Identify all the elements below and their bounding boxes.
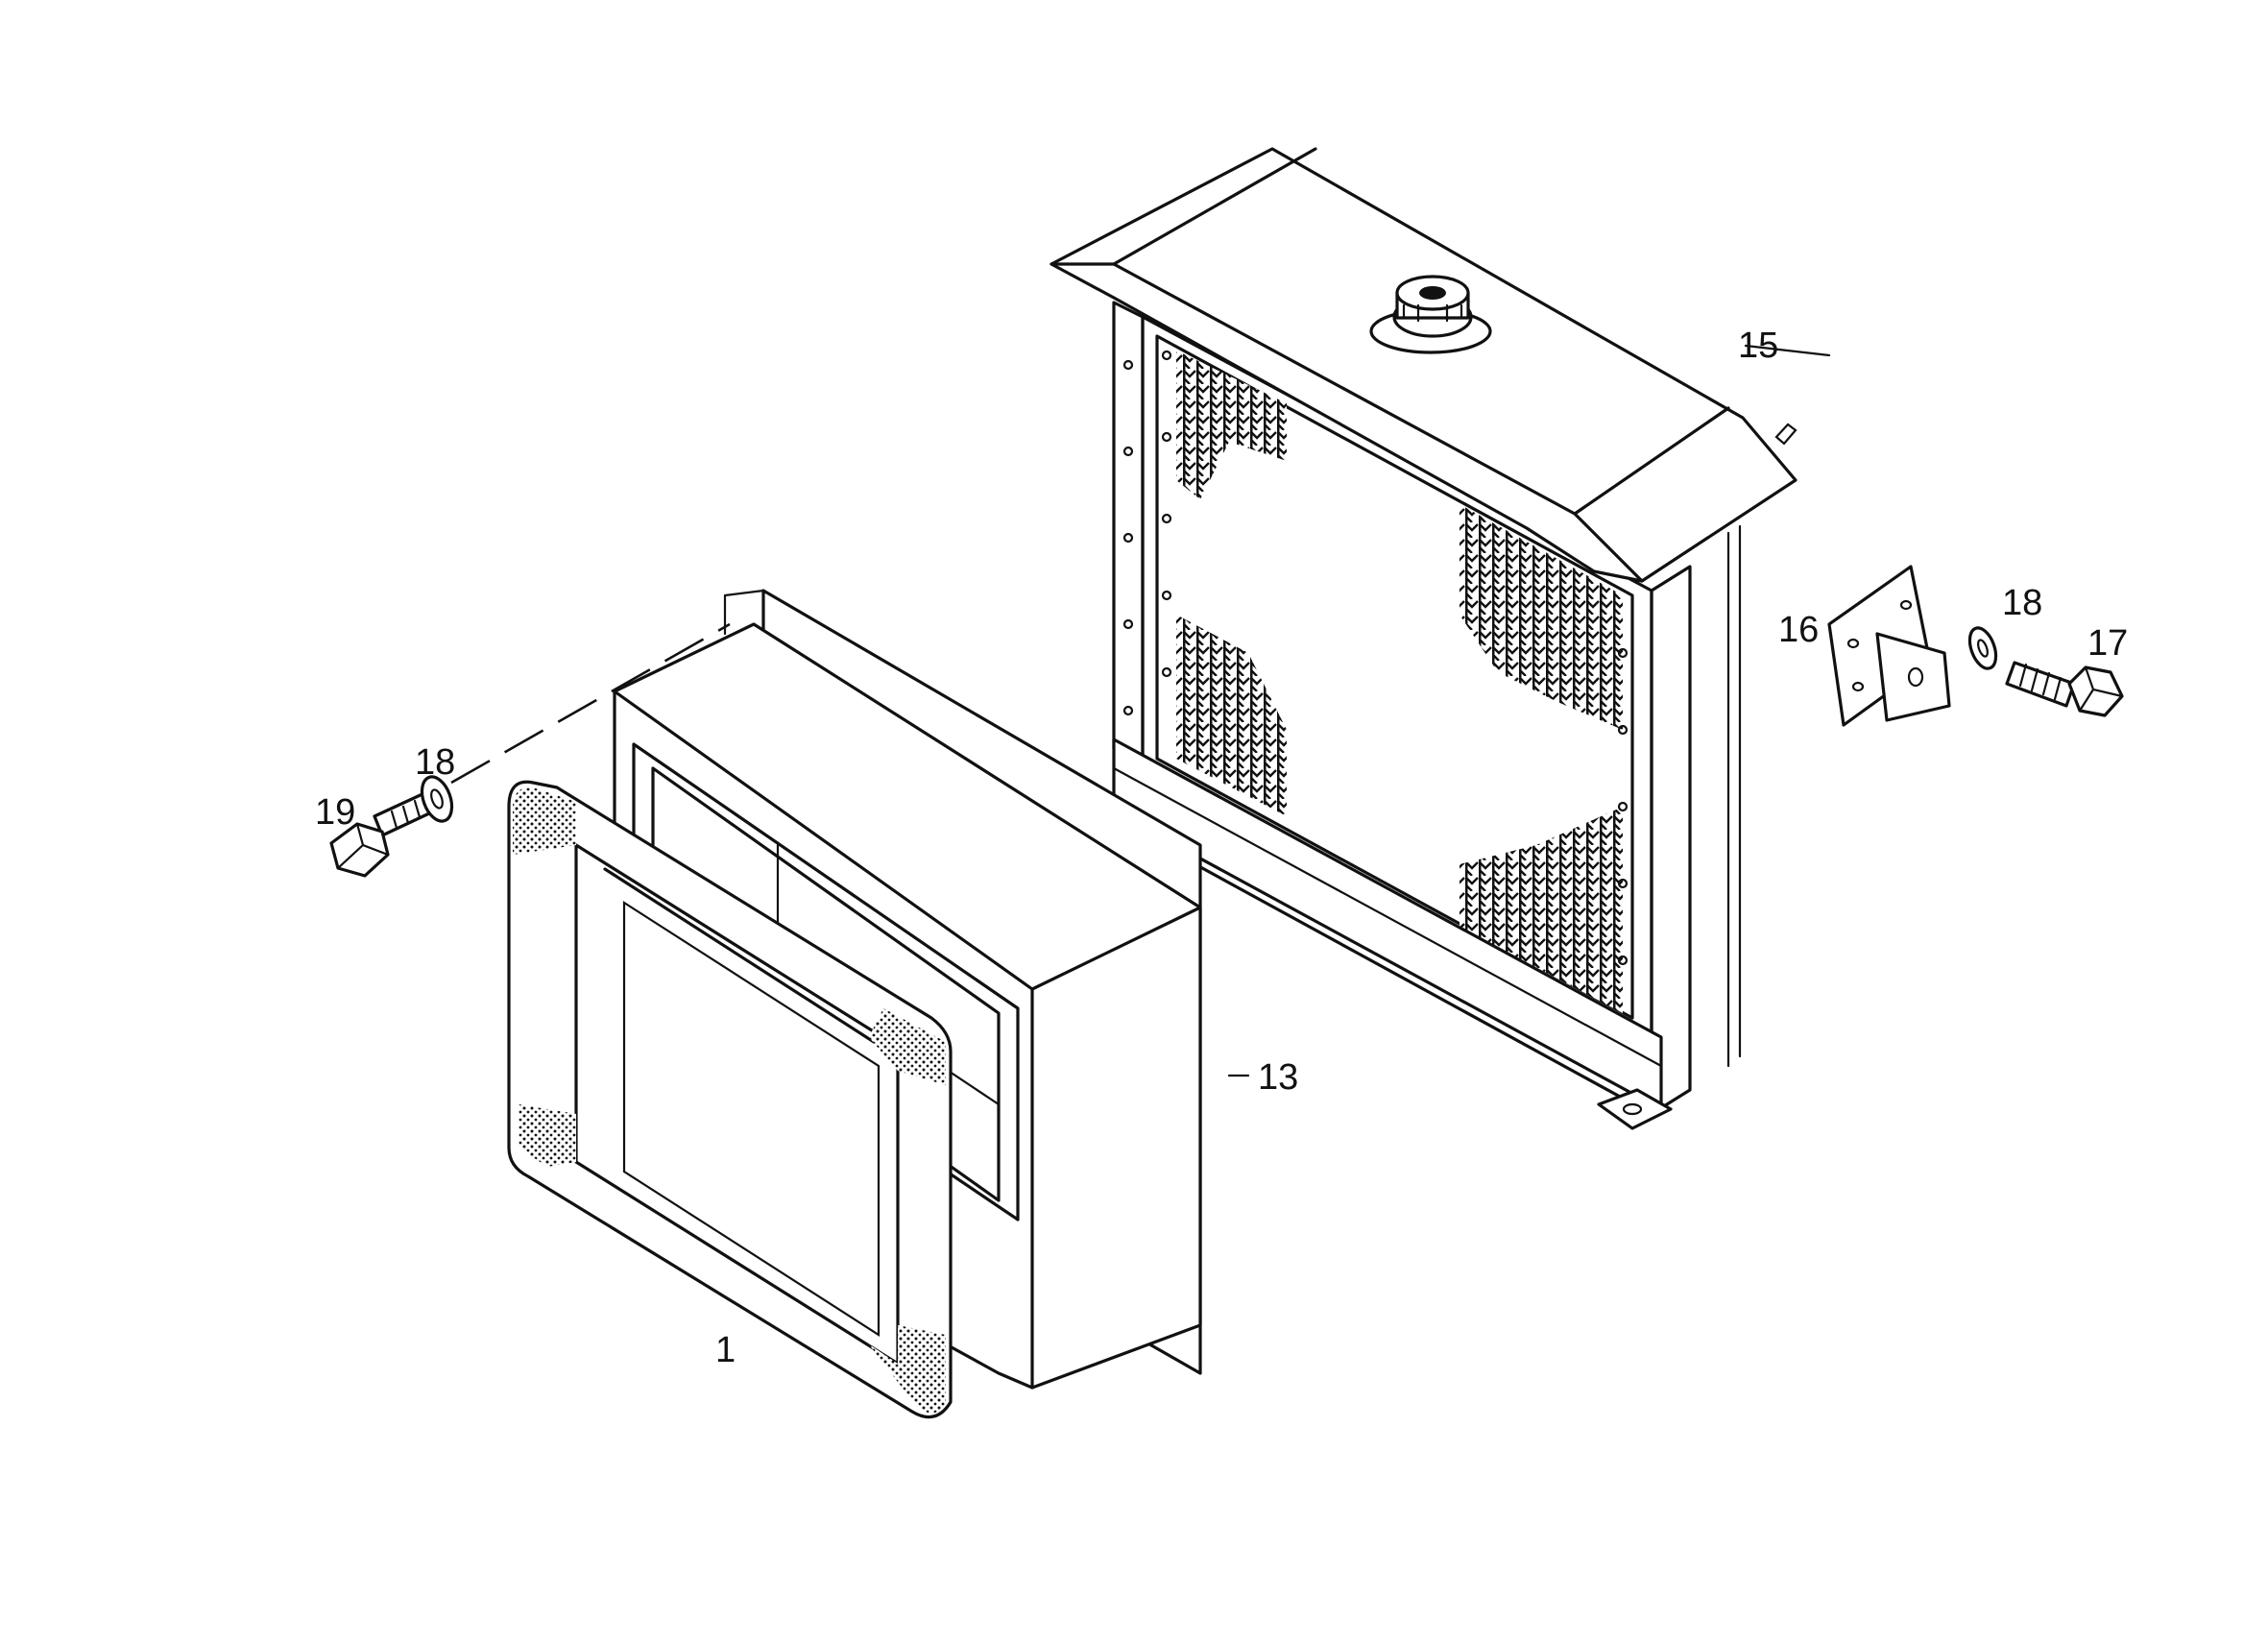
label-part-18-right: 18 [2002, 583, 2042, 623]
label-part-15: 15 [1738, 326, 1778, 366]
seal-stipple [869, 1008, 946, 1085]
radiator-filler-cap [1369, 275, 1492, 354]
label-part-16: 16 [1778, 610, 1819, 650]
radiator-core-fins [1460, 807, 1623, 1013]
washer-right-part [1967, 626, 1998, 670]
label-part-13: 13 [1258, 1057, 1298, 1098]
seal-stipple [519, 1104, 576, 1167]
radiator-core-fins [1176, 615, 1287, 816]
washer-left-part [420, 775, 454, 823]
radiator-mounting-foot [1597, 1088, 1673, 1130]
label-part-19: 19 [315, 792, 355, 833]
assembly-center-line [450, 622, 731, 785]
seal-stipple [513, 786, 576, 855]
leader-line-15 [1744, 344, 1831, 357]
radiator-bolt-holes [1122, 350, 1629, 966]
seal-stipple [869, 1325, 946, 1414]
bracket-part [1827, 565, 1951, 727]
frame-seal [507, 780, 953, 1419]
bolt-right-part [2005, 661, 2124, 717]
label-part-17: 17 [2087, 623, 2128, 664]
radiator-core-fins [1460, 504, 1623, 730]
radiator-core-fins [1176, 351, 1287, 499]
label-part-1: 1 [715, 1330, 736, 1370]
radiator-assembly [1050, 147, 1798, 1130]
radiator-core-opening [1155, 334, 1634, 1020]
label-part-18-left: 18 [415, 742, 455, 783]
radiator-right-side-plate [1650, 565, 1692, 1116]
radiator-side-pipe [1726, 524, 1742, 1068]
